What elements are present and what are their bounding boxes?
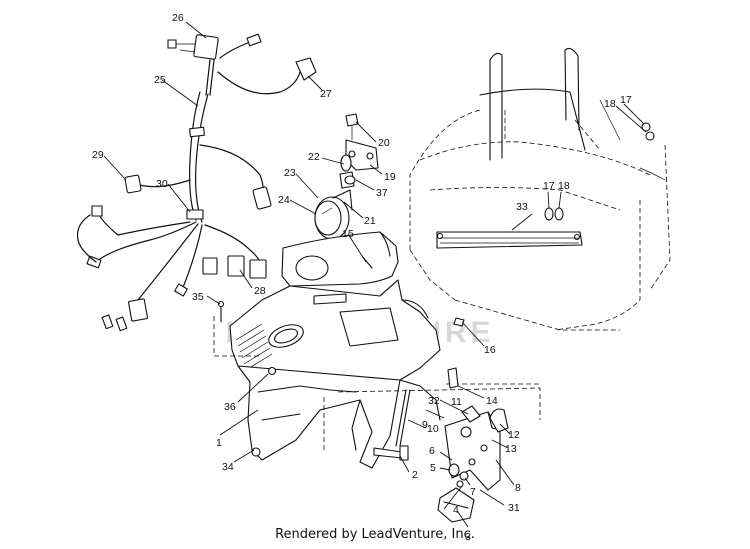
frame-housing	[409, 47, 671, 331]
callout-17b: 17	[620, 94, 632, 106]
callout-18a: 18	[558, 180, 570, 192]
callout-3: 3	[465, 531, 471, 543]
callout-1: 1	[216, 437, 222, 449]
fasteners	[217, 255, 465, 327]
callout-11: 11	[451, 396, 462, 408]
callout-29: 29	[92, 149, 104, 161]
callout-26: 26	[172, 12, 184, 24]
callout-35: 35	[192, 291, 204, 303]
callout-33: 33	[516, 201, 528, 213]
callout-34: 34	[222, 461, 234, 473]
callout-17a: 17	[543, 180, 555, 192]
callout-leaders	[103, 21, 647, 528]
callout-14: 14	[486, 395, 498, 407]
speedometer-assembly	[314, 113, 379, 240]
vent-grille	[235, 323, 273, 371]
callout-36: 36	[224, 401, 236, 413]
callout-10: 10	[427, 423, 439, 435]
wire-harness	[76, 33, 317, 332]
callout-27: 27	[320, 88, 332, 100]
hood-cowl	[229, 279, 441, 469]
callout-22: 22	[308, 151, 320, 163]
callout-6: 6	[429, 445, 435, 457]
callout-28: 28	[254, 285, 266, 297]
callout-32: 32	[428, 395, 440, 407]
callout-20: 20	[378, 137, 390, 149]
callout-7: 7	[470, 486, 476, 498]
callout-25: 25	[154, 74, 166, 86]
callout-5: 5	[430, 462, 436, 474]
callout-16: 16	[484, 344, 496, 356]
callout-2: 2	[412, 469, 418, 481]
washer-nut-pair	[544, 122, 655, 221]
callout-15: 15	[342, 228, 354, 240]
callout-13: 13	[505, 443, 517, 455]
render-credit: Rendered by LeadVenture, Inc.	[275, 527, 475, 542]
trim-strip	[436, 231, 583, 249]
callout-37: 37	[376, 187, 388, 199]
callout-8: 8	[515, 482, 521, 494]
callout-31: 31	[508, 502, 520, 514]
callout-12: 12	[508, 429, 520, 441]
callout-21: 21	[364, 215, 376, 227]
callout-9: 9	[422, 419, 428, 431]
callout-30: 30	[156, 178, 168, 190]
callout-24: 24	[278, 194, 290, 206]
key-switch-assembly	[373, 367, 509, 523]
callout-19: 19	[384, 171, 396, 183]
callout-4: 4	[453, 504, 459, 516]
callout-numbers: 1 2 3 4 5 6 7 8 9 10 11 12 13 14 15 16 1…	[92, 12, 632, 543]
callout-18b: 18	[604, 98, 616, 110]
callout-23: 23	[284, 167, 296, 179]
